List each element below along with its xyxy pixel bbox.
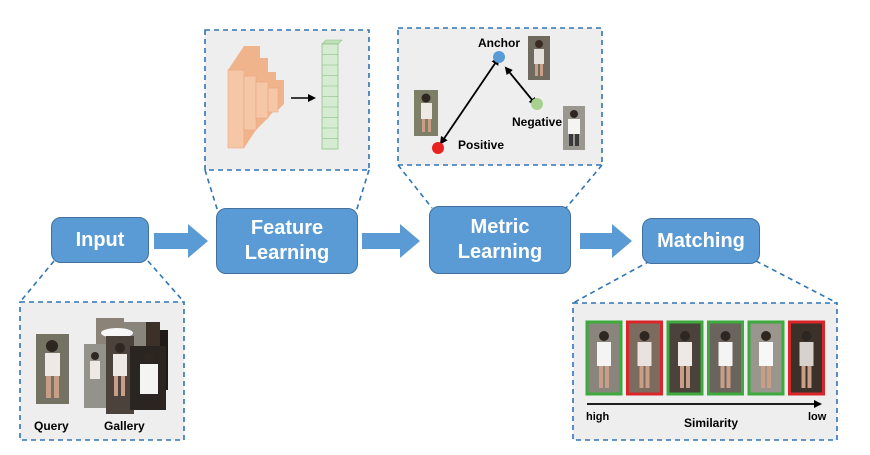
stage-feature-learning: Feature Learning [216,208,358,274]
positive-person-image [414,90,438,136]
ranked-result-frame-6 [788,320,825,396]
negative-anchor-link [504,66,537,106]
ranked-result-6 [788,320,825,396]
ranked-result-frame-3 [666,320,704,396]
query-label: Query [34,419,69,433]
negative-label: Negative [512,115,563,129]
anchor-positive-link [439,57,500,145]
ranked-result-5 [747,320,785,396]
ranked-result-3 [666,320,704,396]
ranked-result-frame-2 [626,320,663,396]
feature-learning-panel [204,29,370,213]
negative-person-image [563,106,585,150]
feature-vector-icon [321,39,343,150]
stage-feature-label-line2: Learning [244,242,330,264]
ranked-result-4 [707,320,744,396]
ranked-result-frame-4 [707,320,744,396]
similarity-low-label: low [808,411,827,423]
stage-input-label: Input [75,228,125,251]
input-panel [19,260,185,441]
positive-label: Positive [458,138,505,152]
matching-panel [572,260,838,441]
stage-input: Input [51,217,149,263]
anchor-person-image [528,36,550,80]
positive-dot [432,142,444,154]
stage-metric-learning: Metric Learning [429,206,571,274]
stage-metric-label-line1: Metric [470,216,530,238]
cnn-layers-icon [227,46,284,149]
flow-arrow-3 [580,224,632,258]
stage-metric-label-line2: Learning [457,241,543,263]
stage-matching-label: Matching [657,229,745,252]
query-person-image [36,334,69,404]
metric-learning-panel [397,27,603,209]
ranked-result-1 [585,320,623,396]
stage-matching: Matching [642,218,760,264]
similarity-high-label: high [586,411,610,423]
flow-arrow-1 [154,224,208,258]
negative-dot [531,98,543,110]
gallery-label: Gallery [104,419,145,433]
flow-arrows [154,224,632,258]
ranked-result-frame-5 [747,320,785,396]
similarity-axis-label: Similarity [684,416,739,430]
ranked-result-2 [626,320,663,396]
ranked-result-frame-1 [585,320,623,396]
anchor-dot [493,51,505,63]
anchor-label: Anchor [478,36,520,50]
stage-feature-label-line1: Feature [250,217,324,239]
flow-arrow-2 [362,224,420,258]
gallery-stack-images [84,318,168,414]
